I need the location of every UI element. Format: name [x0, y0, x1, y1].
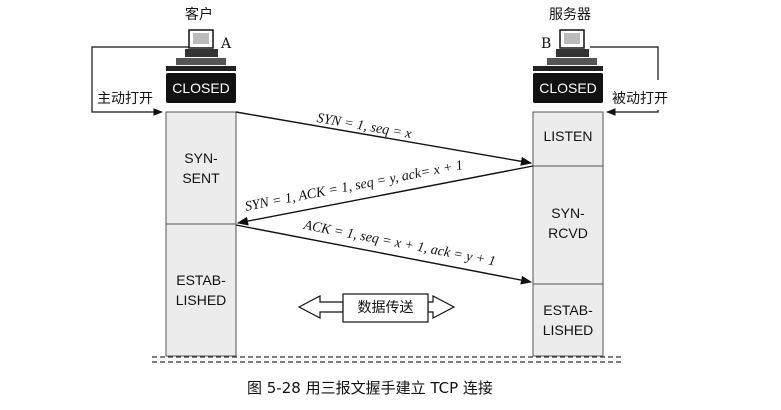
server-label: 服务器	[549, 7, 591, 23]
server-syn-rcvd-state: SYN- RCVD	[533, 205, 603, 241]
client-computer-icon	[166, 29, 236, 71]
server-computer-icon	[533, 29, 603, 71]
server-timeline-column	[532, 111, 604, 357]
syn-arrow	[235, 111, 533, 166]
syn-rcvd-line-1: SYN-	[551, 205, 585, 221]
server-established-line-1: ESTAB-	[543, 302, 593, 318]
active-open-arrow	[91, 46, 205, 116]
client-label: 客户	[185, 7, 213, 23]
client-established-line-2: LISHED	[175, 292, 227, 308]
server-listen-state: LISTEN	[543, 128, 593, 144]
syn-rcvd-line-2: RCVD	[548, 225, 588, 241]
client-timeline-column	[165, 111, 237, 357]
client-syn-sent-state: SYN- SENT	[166, 150, 236, 186]
figure-caption: 图 5-28 用三报文握手建立 TCP 连接	[247, 379, 493, 397]
passive-open-line	[590, 46, 659, 80]
client-closed-state: CLOSED	[166, 73, 236, 103]
ack-arrow	[235, 224, 533, 285]
data-transfer-left-arrow	[297, 295, 344, 319]
server-host-id: B	[541, 36, 552, 52]
server-closed-state: CLOSED	[533, 73, 603, 103]
server-established-line-2: LISHED	[542, 322, 594, 338]
data-transfer-label: 数据传送	[357, 300, 414, 316]
syn-sent-line-1: SYN-	[184, 150, 218, 166]
client-host-id: A	[221, 36, 232, 52]
syn-ack-arrow	[236, 165, 534, 226]
client-established-line-1: ESTAB-	[176, 272, 226, 288]
data-transfer-right-arrow	[427, 295, 456, 319]
data-transfer-box	[342, 293, 429, 323]
passive-open-label: 被动打开	[612, 91, 668, 107]
server-established-state: ESTAB- LISHED	[533, 302, 603, 338]
client-established-state: ESTAB- LISHED	[166, 272, 236, 308]
passive-open-arrow	[606, 108, 659, 116]
syn-sent-line-2: SENT	[182, 170, 220, 186]
active-open-label: 主动打开	[97, 91, 153, 107]
